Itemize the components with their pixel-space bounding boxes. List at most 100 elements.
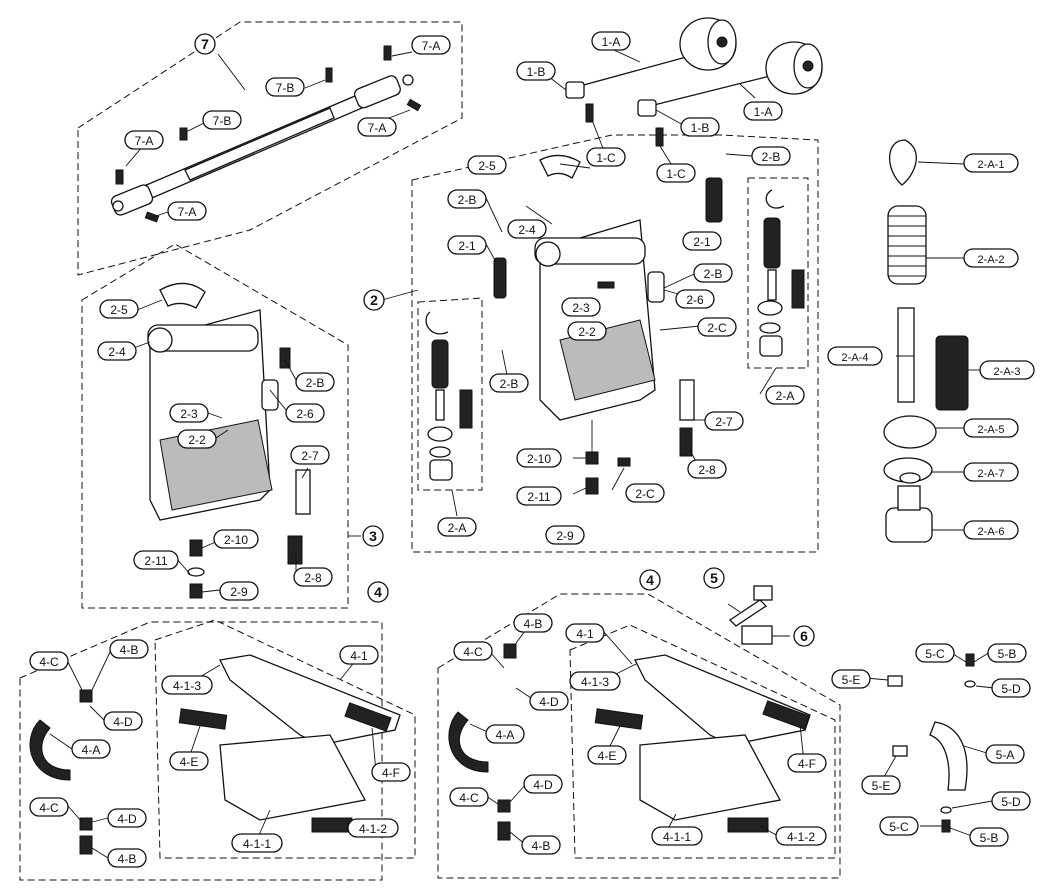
svg-text:2-1: 2-1 — [693, 235, 711, 249]
svg-text:7: 7 — [201, 36, 209, 52]
svg-text:1-A: 1-A — [754, 105, 773, 119]
callout-label: 4-B — [109, 639, 149, 659]
svg-text:4-D: 4-D — [533, 778, 553, 792]
svg-text:4: 4 — [374, 584, 382, 600]
svg-text:4-A: 4-A — [496, 728, 515, 742]
svg-text:1-B: 1-B — [527, 65, 546, 79]
callout-label: 7-A — [411, 35, 451, 55]
callout-label: 2-8 — [293, 567, 333, 587]
callout-label: 2-10 — [213, 529, 259, 549]
callout-label: 4-B — [107, 848, 147, 868]
svg-text:2-7: 2-7 — [715, 415, 733, 429]
svg-text:2-5: 2-5 — [110, 303, 128, 317]
callout-label: 4-C — [29, 651, 69, 671]
svg-text:1-C: 1-C — [596, 151, 616, 165]
callout-label: 2-1 — [682, 231, 722, 251]
callout-label: 4-A — [485, 724, 525, 744]
svg-text:3: 3 — [369, 528, 377, 544]
callout-label: 2-1 — [447, 235, 487, 255]
svg-text:5-E: 5-E — [842, 673, 861, 687]
callout-label: 2-9 — [219, 581, 259, 601]
callout-label: 2-A-7 — [963, 462, 1019, 482]
callout-label: 7-A — [357, 117, 397, 137]
svg-text:2-11: 2-11 — [144, 554, 167, 568]
svg-text:4-B: 4-B — [118, 852, 137, 866]
callout-label: 7-A — [124, 130, 164, 150]
svg-text:2-B: 2-B — [500, 377, 519, 391]
svg-text:5-A: 5-A — [996, 748, 1015, 762]
callout-label: 2-B — [693, 263, 733, 283]
svg-text:4-A: 4-A — [82, 743, 101, 757]
callout-label: 7-B — [265, 77, 305, 97]
svg-text:4-C: 4-C — [39, 655, 59, 669]
callout-label: 5-B — [969, 827, 1009, 847]
beater-2 — [637, 41, 823, 147]
svg-text:2-C: 2-C — [707, 321, 727, 335]
svg-text:4-1-2: 4-1-2 — [787, 830, 815, 844]
callout-label: 2-11 — [133, 550, 179, 570]
callout-label: 5-A — [985, 744, 1025, 764]
callout-label: 2-B — [489, 373, 529, 393]
callout-label: 2-B — [751, 146, 791, 166]
main-pedal-frame — [493, 154, 723, 495]
callout-label: 5-E — [831, 669, 871, 689]
group-number-4-right: 4 — [639, 569, 661, 591]
callout-label: 2-10 — [516, 448, 562, 468]
svg-text:4-B: 4-B — [532, 839, 551, 853]
svg-text:2-C: 2-C — [635, 487, 655, 501]
svg-text:4-B: 4-B — [524, 617, 543, 631]
callout-label: 2-9 — [545, 525, 585, 545]
svg-text:2-A: 2-A — [776, 389, 795, 403]
svg-text:2-A-6: 2-A-6 — [978, 526, 1005, 538]
key-and-bracket — [728, 585, 773, 645]
callout-label: 2-2 — [177, 429, 217, 449]
callout-label: 5-D — [991, 791, 1031, 811]
driveshaft-assembly — [110, 45, 422, 223]
spur-assembly — [887, 653, 976, 833]
callout-label: 2-2 — [567, 321, 607, 341]
svg-text:5-D: 5-D — [1001, 682, 1021, 696]
svg-text:4-C: 4-C — [39, 801, 59, 815]
svg-text:2-A-1: 2-A-1 — [978, 159, 1005, 171]
svg-text:2-10: 2-10 — [224, 533, 248, 547]
svg-text:2-A: 2-A — [448, 521, 467, 535]
svg-text:4-E: 4-E — [180, 755, 199, 769]
callout-label: 4-C — [449, 787, 489, 807]
svg-text:7-A: 7-A — [368, 121, 387, 135]
callout-label: 5-D — [991, 678, 1031, 698]
callout-label: 2-A-6 — [963, 520, 1019, 540]
callout-label: 7-A — [167, 201, 207, 221]
callout-label: 1-A — [743, 101, 783, 121]
svg-text:2-5: 2-5 — [478, 159, 496, 173]
svg-text:2-6: 2-6 — [296, 407, 314, 421]
svg-text:4-1: 4-1 — [350, 649, 368, 663]
svg-text:2-2: 2-2 — [188, 433, 206, 447]
group-number-6: 6 — [793, 625, 815, 647]
svg-text:2-A-7: 2-A-7 — [978, 468, 1005, 480]
svg-text:2-B: 2-B — [704, 267, 723, 281]
callout-label: 7-B — [202, 110, 242, 130]
svg-text:4-D: 4-D — [113, 715, 133, 729]
callout-label: 5-C — [879, 816, 919, 836]
callout-label: 2-B — [447, 189, 487, 209]
callout-label: 4-F — [371, 762, 411, 782]
svg-text:4-D: 4-D — [117, 812, 137, 826]
callout-label: 2-A-3 — [979, 360, 1035, 380]
svg-text:1-B: 1-B — [691, 121, 710, 135]
callout-label: 2-A-4 — [827, 346, 883, 366]
svg-text:5-B: 5-B — [980, 831, 999, 845]
svg-text:4-C: 4-C — [459, 791, 479, 805]
callout-label: 2-11 — [516, 486, 562, 506]
svg-text:2-6: 2-6 — [686, 293, 704, 307]
callout-label: 4-E — [587, 745, 627, 765]
callout-label: 4-B — [513, 613, 553, 633]
svg-text:6: 6 — [800, 628, 808, 644]
svg-text:2-B: 2-B — [458, 193, 477, 207]
spring-right-of-main — [757, 189, 805, 357]
callout-label: 2-3 — [169, 403, 209, 423]
group-number-5: 5 — [703, 567, 725, 589]
svg-text:7-A: 7-A — [135, 134, 154, 148]
callout-label: 4-D — [529, 691, 569, 711]
svg-text:2-3: 2-3 — [180, 407, 198, 421]
